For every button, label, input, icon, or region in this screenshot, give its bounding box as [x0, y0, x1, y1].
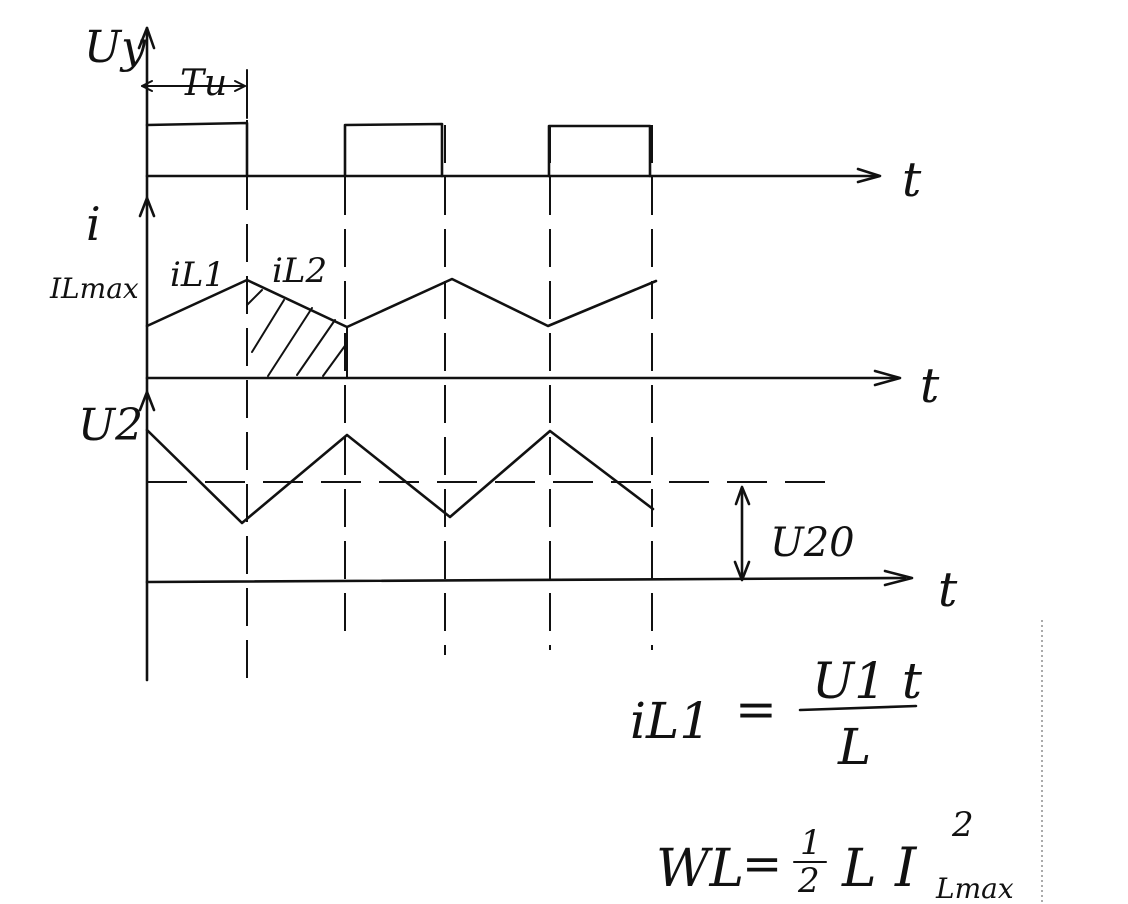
- formula-wl: WL = 1 2 L I Lmax 2: [656, 805, 1014, 904]
- t-label-3: t: [938, 562, 958, 618]
- u2-axis-label: U2: [78, 400, 143, 451]
- f1-lhs: iL1: [630, 692, 711, 750]
- u2-time-axis: [145, 576, 907, 584]
- f2-half-den: 2: [797, 861, 820, 901]
- pulse-3: [547, 124, 652, 178]
- t-label-1: t: [902, 152, 922, 208]
- t-label-2: t: [920, 358, 940, 414]
- u20-up-arrow-icon: [734, 485, 751, 506]
- u2-graph: [145, 428, 914, 587]
- f1-numerator: U1 t: [812, 652, 923, 710]
- f2-I: I: [894, 836, 918, 899]
- il1-label: iL1: [170, 255, 225, 295]
- u20-label: U20: [770, 520, 855, 566]
- tu-label: Tu: [180, 63, 227, 104]
- f2-exponent: 2: [951, 805, 974, 845]
- i-axis-label: i: [86, 197, 101, 251]
- f1-denominator: L: [837, 718, 871, 776]
- energy-hatch: [246, 289, 348, 379]
- i-time-arrow-icon: [873, 369, 902, 387]
- f2-L: L: [841, 839, 877, 899]
- tu-left-arrow-icon: [141, 80, 153, 92]
- uy-axis-arrow-icon: [137, 26, 156, 50]
- formula-il1: iL1 = U1 t L: [630, 652, 923, 776]
- pulse-1: [145, 121, 249, 178]
- ilmax-label: ILmax: [49, 272, 139, 305]
- uy-graph: [141, 69, 882, 184]
- u20-down-arrow-icon: [733, 560, 751, 582]
- i-graph: [145, 277, 902, 387]
- pulse-2: [343, 122, 444, 178]
- il2-label: iL2: [272, 251, 327, 291]
- f2-subscript: Lmax: [935, 872, 1014, 904]
- tu-right-arrow-icon: [234, 80, 246, 92]
- f1-fraction-bar: [798, 704, 918, 712]
- vertical-axis: [137, 26, 156, 682]
- ripple-waveform: [145, 428, 655, 525]
- period-guides: [246, 120, 653, 680]
- i-axis-arrow-icon: [138, 196, 156, 218]
- f2-equals: =: [742, 836, 782, 892]
- u2-time-arrow-icon: [883, 569, 914, 587]
- f2-lhs: WL: [656, 839, 744, 899]
- uy-axis-label: Uy: [84, 22, 147, 73]
- u2-axis-arrow-icon: [138, 390, 156, 412]
- uy-time-arrow-icon: [856, 167, 882, 184]
- f2-half-num: 1: [800, 823, 822, 863]
- current-waveform: [145, 277, 658, 329]
- f1-equals: =: [735, 680, 777, 738]
